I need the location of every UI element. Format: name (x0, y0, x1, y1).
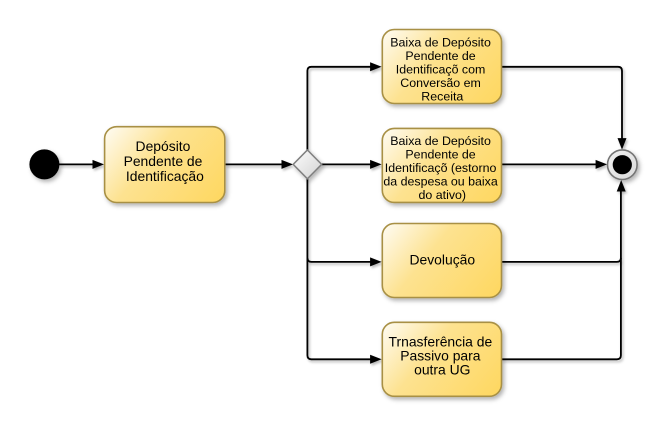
svg-text:Devolução: Devolução (409, 252, 475, 268)
svg-text:Trnasferência de Passivo p: Trnasferência de Passivo para outra UG (389, 334, 497, 378)
svg-text:Baixa de Depósito Pendente: Baixa de Depósito Pendente de Identifica… (383, 134, 501, 202)
svg-text:Depósito Pendente de I: Depósito Pendente de Identificação (124, 138, 207, 184)
svg-text:Baixa de Depósito Pendente: Baixa de Depósito Pendente de Identifica… (390, 36, 494, 104)
